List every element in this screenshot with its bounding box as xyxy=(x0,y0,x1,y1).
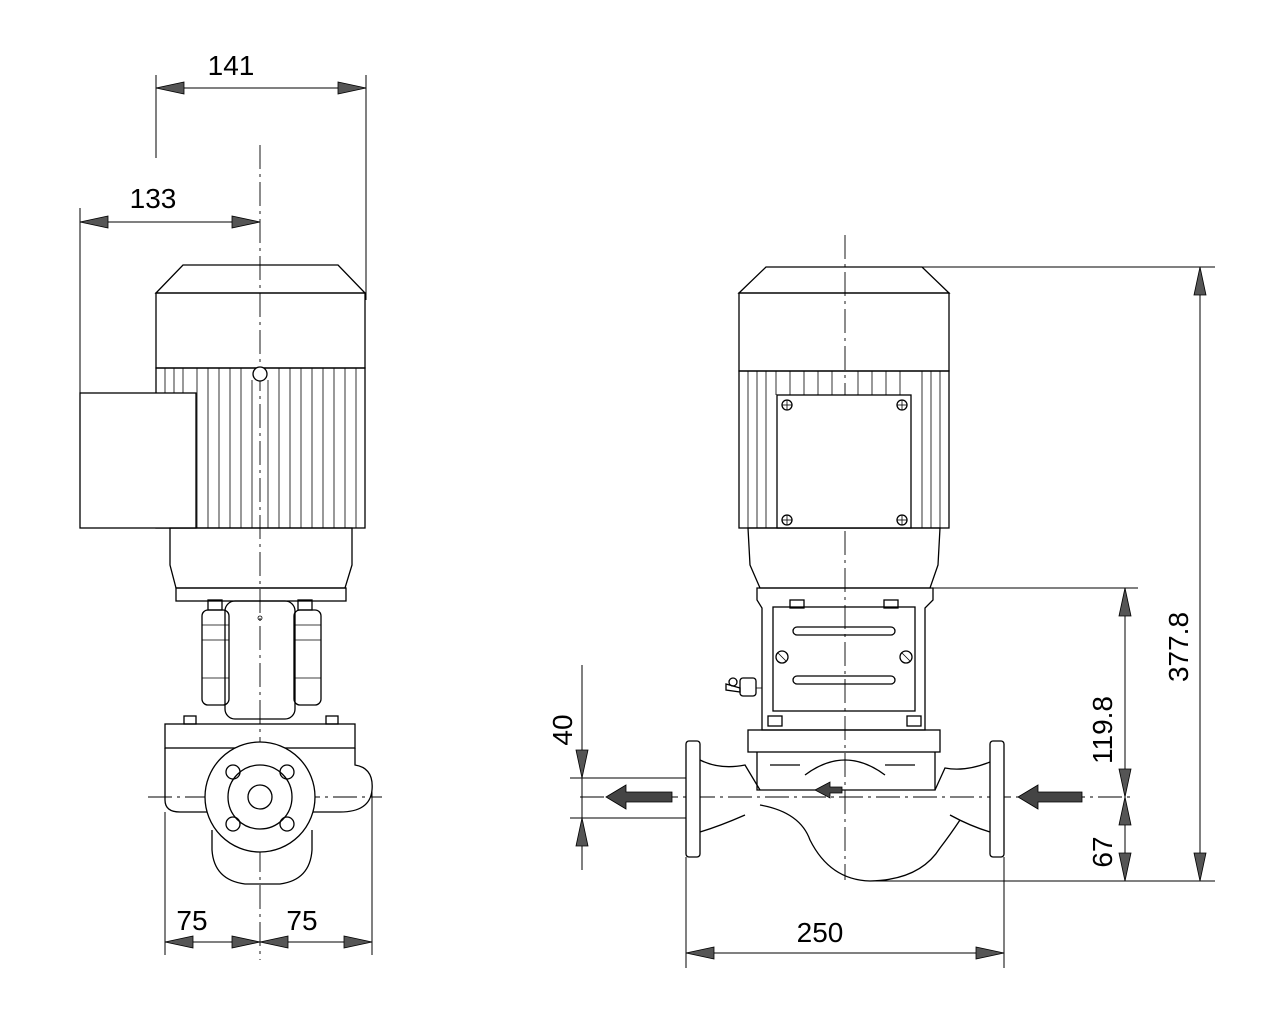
outlet-flow-arrow-icon xyxy=(605,784,673,810)
flow-direction-arrows xyxy=(605,781,1083,810)
front-terminal-box xyxy=(776,394,912,529)
dimension-119-8: 119.8 xyxy=(933,587,1138,798)
dimension-40: 40 xyxy=(547,665,686,870)
side-pump-housing xyxy=(164,715,373,885)
side-coupling xyxy=(201,599,322,720)
dim-label-141: 141 xyxy=(208,50,255,81)
front-pump-housing xyxy=(685,729,1005,882)
side-motor-top-cover xyxy=(154,264,367,294)
pump-flow-arrow-icon xyxy=(814,781,843,799)
side-motor-lower-housing xyxy=(169,527,353,589)
dim-label-250: 250 xyxy=(797,917,844,948)
front-motor-cap xyxy=(738,292,950,372)
side-motor-flange xyxy=(175,587,347,602)
dim-label-40: 40 xyxy=(547,714,578,745)
front-outlet-flange xyxy=(685,740,701,858)
dim-label-133: 133 xyxy=(130,183,177,214)
dimension-133: 133 xyxy=(79,183,261,393)
side-view: 141 133 75 75 xyxy=(79,50,382,960)
dimension-75-75: 75 75 xyxy=(164,790,373,955)
screw-icon xyxy=(781,399,908,526)
dim-label-119-8: 119.8 xyxy=(1087,696,1118,764)
front-inlet-flange xyxy=(989,740,1005,858)
dimension-250: 250 xyxy=(685,857,1005,968)
dimension-377-8: 377.8 xyxy=(870,266,1215,882)
dimension-67: 67 xyxy=(1087,796,1132,882)
side-terminal-box xyxy=(79,392,197,529)
inlet-flow-arrow-icon xyxy=(1017,784,1083,810)
side-motor-cap xyxy=(155,292,366,369)
vent-valve-icon xyxy=(725,677,762,697)
front-motor-lower-housing xyxy=(747,527,941,589)
dim-label-67: 67 xyxy=(1087,836,1118,867)
dim-label-75-left: 75 xyxy=(176,905,207,936)
front-motor-top-cover xyxy=(737,266,951,294)
side-inlet-flange xyxy=(204,741,316,853)
dim-label-377-8: 377.8 xyxy=(1163,612,1194,682)
dimension-141: 141 xyxy=(155,50,367,300)
front-view: 250 40 377.8 119.8 xyxy=(547,235,1215,968)
dim-label-75-right: 75 xyxy=(286,905,317,936)
